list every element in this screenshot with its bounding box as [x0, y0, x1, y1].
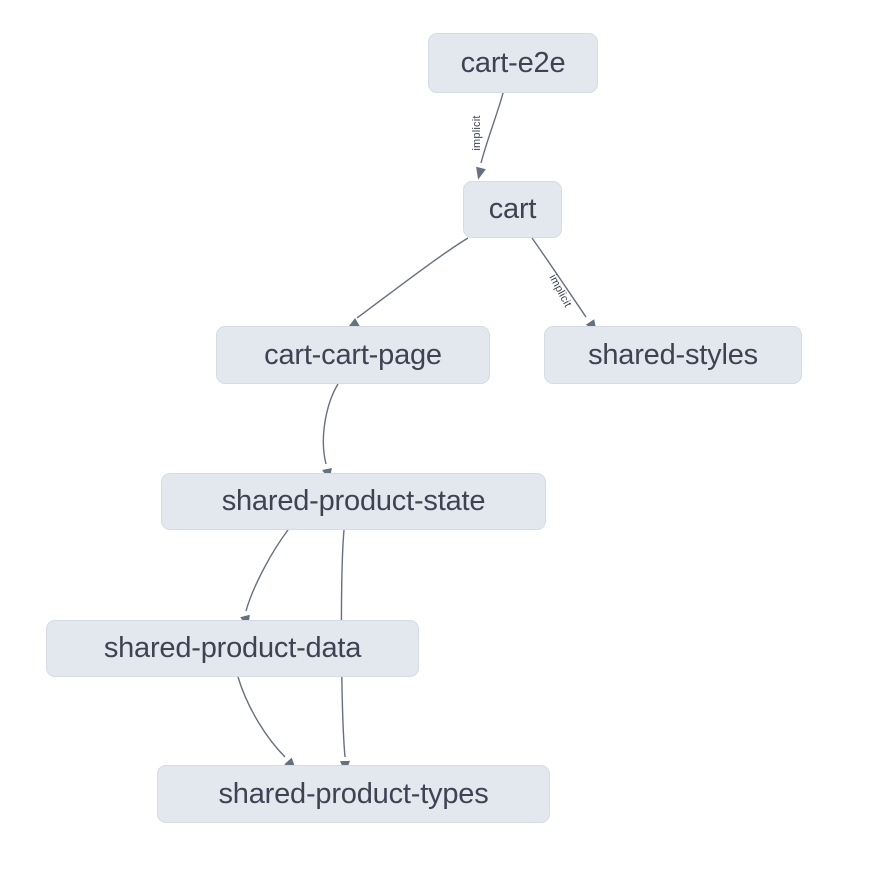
edge-product-state-to-product-data — [245, 529, 289, 612]
graph-node-label: shared-product-state — [221, 485, 486, 517]
arrowhead-cart — [476, 166, 486, 180]
graph-node-shared-product-state[interactable]: shared-product-state — [161, 473, 546, 530]
graph-node-label: cart-e2e — [460, 46, 566, 79]
edge-cart-cart-page-to-product-state — [322, 383, 339, 465]
edge-label-cart-e2e-to-cart: implicit — [471, 115, 483, 151]
graph-node-cart[interactable]: cart — [463, 181, 562, 238]
graph-node-label: shared-product-data — [103, 632, 362, 664]
graph-node-label: shared-product-types — [218, 777, 489, 810]
graph-node-shared-styles[interactable]: shared-styles — [544, 326, 802, 384]
graph-node-label: cart-cart-page — [264, 338, 442, 371]
graph-node-cart-e2e[interactable]: cart-e2e — [428, 33, 598, 93]
graph-node-label: shared-styles — [588, 338, 758, 371]
graph-node-shared-product-data[interactable]: shared-product-data — [46, 620, 419, 677]
edge-cart-to-shared-styles — [531, 237, 587, 318]
edge-product-data-to-product-types — [237, 676, 286, 758]
graph-node-cart-cart-page[interactable]: cart-cart-page — [216, 326, 490, 384]
edge-cart-to-cart-cart-page — [356, 237, 469, 319]
graph-node-label: cart — [488, 193, 537, 225]
graph-node-shared-product-types[interactable]: shared-product-types — [157, 765, 550, 823]
edge-cart-e2e-to-cart — [480, 92, 504, 164]
arrowheads-group — [240, 166, 597, 773]
